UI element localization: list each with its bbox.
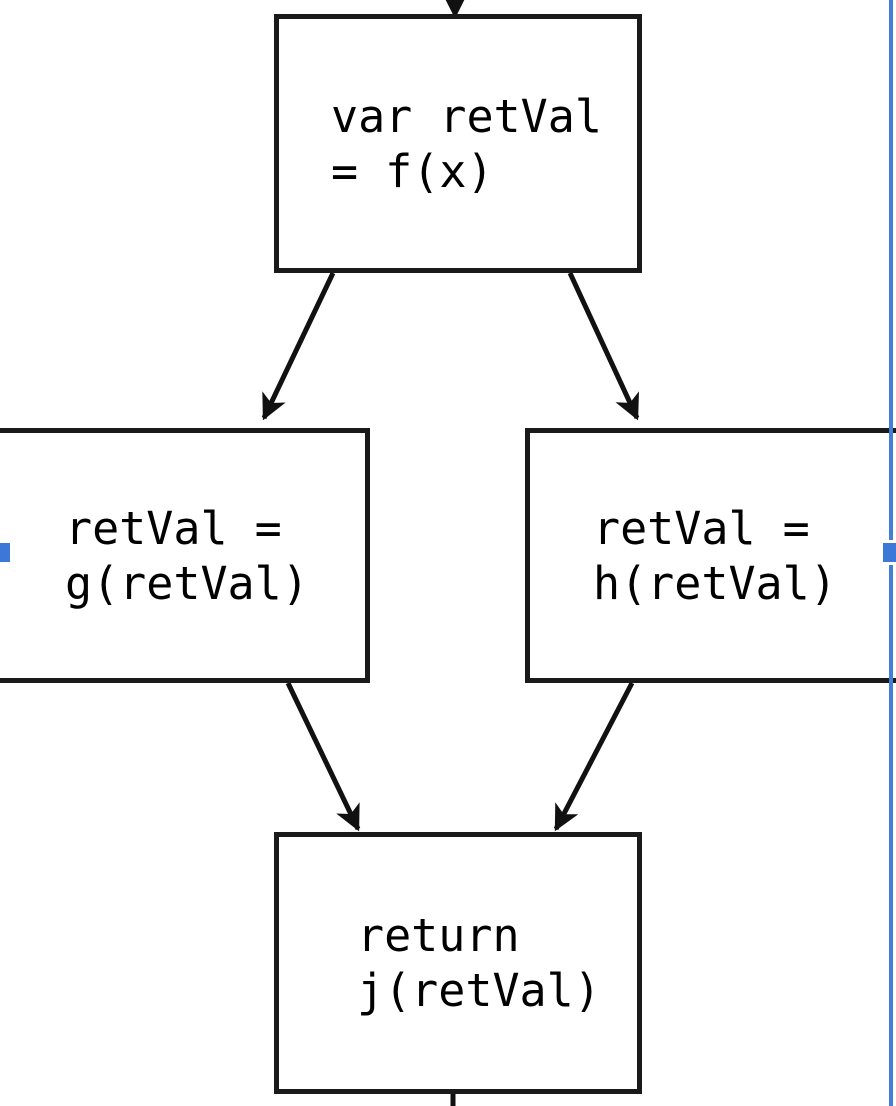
true-branch-block-line1: retVal =	[65, 501, 282, 555]
true-branch-block-line2: g(retVal)	[65, 556, 309, 610]
selection-handle-left[interactable]	[0, 540, 13, 565]
false-branch-block[interactable]: retVal = h(retVal)	[525, 428, 896, 683]
selection-handle-right[interactable]	[880, 540, 896, 565]
entry-block[interactable]: var retVal = f(x)	[274, 14, 642, 273]
edge-entry-to-left	[261, 271, 336, 421]
false-branch-block-line1: retVal =	[593, 501, 810, 555]
exit-block-line2: j(retVal)	[357, 964, 601, 1017]
false-branch-block-label: retVal = h(retVal)	[530, 501, 837, 611]
true-branch-block[interactable]: retVal = g(retVal)	[0, 428, 370, 683]
exit-block-line1: return	[357, 909, 520, 962]
false-branch-block-line2: h(retVal)	[593, 556, 837, 610]
edge-right-to-exit	[553, 681, 635, 832]
entry-block-label: var retVal = f(x)	[279, 89, 602, 199]
entry-block-line1: var retVal	[331, 89, 602, 143]
exit-block[interactable]: return j(retVal)	[274, 832, 642, 1094]
edge-entry-to-right	[567, 271, 640, 421]
exit-block-label: return j(retVal)	[279, 908, 601, 1018]
true-branch-block-label: retVal = g(retVal)	[0, 501, 309, 611]
entry-block-line2: = f(x)	[331, 144, 494, 198]
edge-left-to-exit	[285, 681, 361, 832]
